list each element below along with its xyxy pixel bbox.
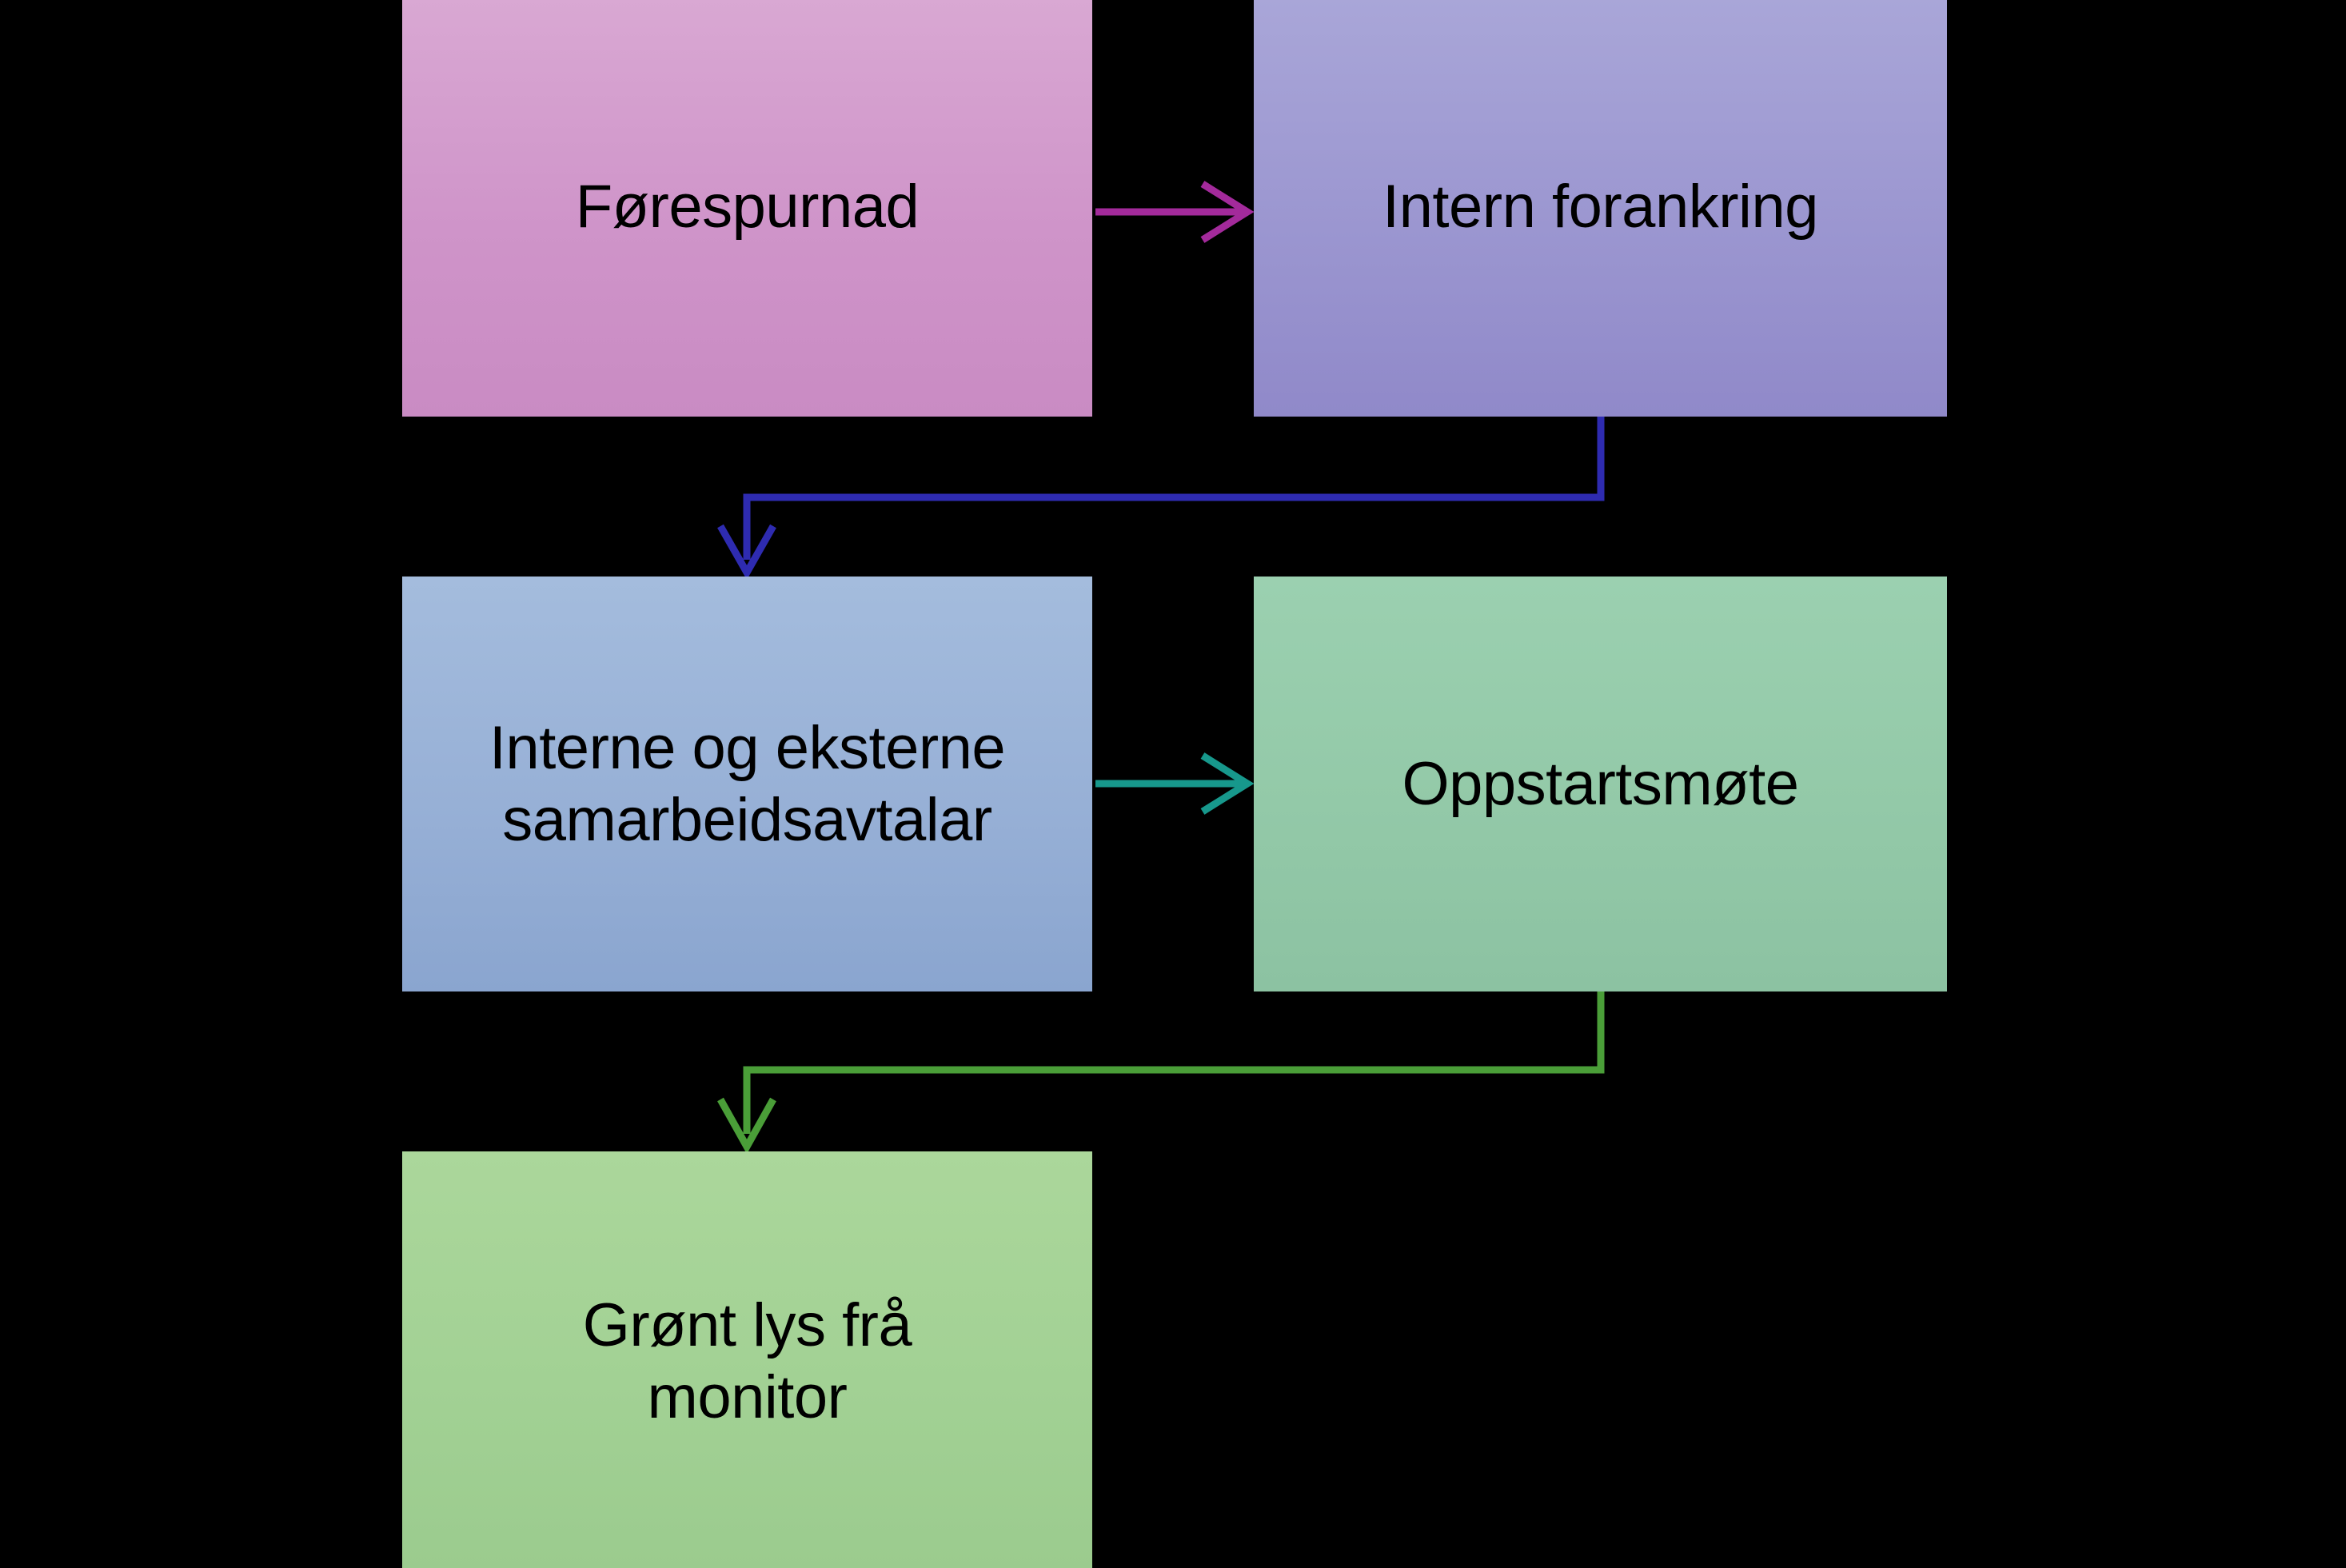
node-samarbeidsavtalar-label: Interne og eksterne samarbeidsavtalar: [489, 713, 1006, 854]
node-intern-forankring[interactable]: Intern forankring: [1254, 0, 1947, 417]
edge-oppstartsmote-to-gront-lys: [717, 991, 1605, 1155]
edge-intern-forankring-to-samarbeidsavtalar: [717, 417, 1605, 581]
node-gront-lys-label: Grønt lys frå monitor: [582, 1291, 912, 1431]
node-oppstartsmote[interactable]: Oppstartsmøte: [1254, 577, 1947, 991]
arrowhead-icon: [1200, 181, 1255, 243]
node-forespurnad-label: Førespurnad: [575, 172, 920, 241]
arrowhead-icon: [717, 524, 776, 581]
arrowhead-icon: [1200, 752, 1255, 815]
edge-line: [743, 991, 1605, 1134]
node-forespurnad[interactable]: Førespurnad: [402, 0, 1092, 417]
edge-line: [743, 417, 1605, 560]
edge-samarbeidsavtalar-to-oppstartsmote: [1095, 752, 1255, 815]
arrowhead-icon: [717, 1097, 776, 1155]
node-oppstartsmote-label: Oppstartsmøte: [1402, 749, 1799, 818]
edge-forespurnad-to-intern-forankring: [1095, 181, 1255, 243]
node-samarbeidsavtalar[interactable]: Interne og eksterne samarbeidsavtalar: [402, 577, 1092, 991]
node-gront-lys[interactable]: Grønt lys frå monitor: [402, 1151, 1092, 1568]
node-intern-forankring-label: Intern forankring: [1382, 172, 1818, 241]
